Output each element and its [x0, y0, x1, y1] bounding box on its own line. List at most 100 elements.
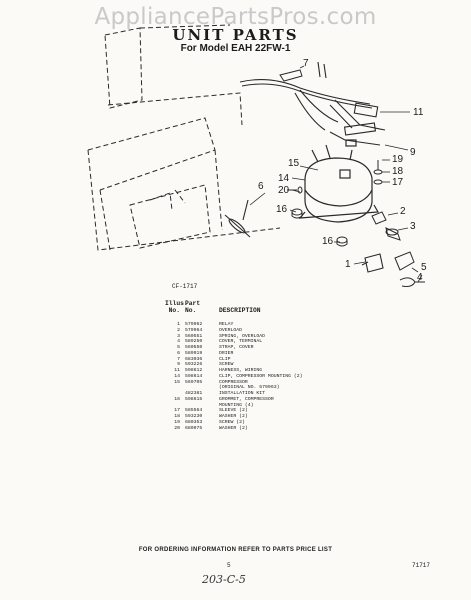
document-code: 71717 — [412, 562, 431, 569]
clip-part — [279, 69, 303, 82]
callout-label: 17 — [392, 177, 404, 188]
row-description: SPRING, OVERLOAD — [219, 333, 266, 339]
row-part-no: 569705 — [185, 379, 203, 385]
row-part-no: 579964 — [185, 327, 203, 333]
callout-label: 20 — [278, 185, 290, 196]
row-illus-no: 14 — [174, 373, 180, 379]
row-description: WASHER (2) — [219, 414, 248, 419]
table-row: 9 593226 SCREW — [165, 362, 389, 368]
row-description: WASHER (2) — [219, 425, 248, 431]
callout-label: 16 — [276, 204, 288, 215]
ordering-info-footer: FOR ORDERING INFORMATION REFER TO PARTS … — [138, 547, 333, 553]
row-description: SCREW (2) — [219, 419, 245, 425]
row-description: DRIER — [219, 350, 234, 356]
row-description: CLIP, COMPRESSOR MOUNTING (2) — [219, 373, 303, 379]
row-part-no: 482381 — [185, 391, 203, 396]
row-illus-no: 6 — [177, 350, 180, 356]
callout-leaders — [249, 65, 423, 283]
header-no: No. — [168, 307, 180, 314]
header-part-no: No. — [185, 307, 197, 314]
callout-label: 14 — [278, 173, 290, 184]
header-description: DESCRIPTION — [219, 307, 261, 314]
row-illus-no: 18 — [174, 414, 180, 419]
parts-table-header: Illus. Part No. No. DESCRIPTION — [165, 300, 389, 314]
table-row: 4 589250 COVER, TERMINAL — [165, 339, 389, 345]
callout-label: 9 — [410, 147, 416, 158]
table-row: 11 598612 HARNESS, WIRING — [165, 368, 389, 374]
row-illus-no: 4 — [177, 339, 180, 345]
strap-part — [399, 277, 425, 287]
callout-label: 7 — [303, 58, 309, 69]
row-part-no: 593226 — [185, 362, 203, 368]
row-illus-no: 16 — [174, 396, 180, 402]
watermark: AppliancePartsPros.com — [94, 4, 377, 30]
row-part-no: 598614 — [185, 373, 203, 379]
row-part-no: 680353 — [185, 419, 203, 425]
cabinet-housing — [87, 24, 281, 251]
callout-label: 15 — [288, 158, 300, 169]
callout-label: 2 — [400, 206, 406, 217]
terminal-cover-part — [394, 251, 415, 271]
callout-label: 16 — [322, 236, 334, 247]
relay-part — [361, 253, 384, 273]
row-part-no: 680975 — [185, 425, 203, 431]
row-part-no: 683036 — [185, 356, 203, 362]
compressor — [298, 139, 379, 223]
table-row: 7 683036 CLIP — [165, 357, 389, 363]
table-row: 482381 INSTALLATION KIT — [165, 391, 389, 397]
row-description: (ORIGINAL NO. 579963) — [219, 385, 280, 391]
row-illus-no: 7 — [177, 356, 180, 362]
callout-label: 4 — [417, 272, 423, 283]
row-part-no: 579962 — [185, 322, 203, 327]
row-part-no: 589919 — [185, 350, 203, 356]
callout-label: 6 — [258, 181, 264, 192]
table-row: 19 680353 SCREW (2) — [165, 420, 389, 426]
screw-washer-parts — [287, 160, 383, 194]
row-illus-no: 19 — [174, 419, 180, 425]
page-title: UNIT PARTS — [172, 26, 299, 44]
row-illus-no: 5 — [177, 345, 180, 350]
row-illus-no: 2 — [177, 327, 180, 333]
row-description: COVER, TERMINAL — [219, 339, 263, 345]
row-description: RELAY — [219, 322, 234, 327]
row-part-no: 560551 — [185, 333, 203, 339]
callout-label: 11 — [413, 107, 424, 118]
header-illus: Illus. — [165, 300, 188, 307]
table-row: MOUNTING (4) — [165, 403, 389, 409]
row-illus-no: 9 — [177, 362, 180, 368]
page-number: 5 — [227, 562, 231, 569]
model-subtitle: For Model EAH 22FW-1 — [180, 43, 291, 54]
row-description: CLIP — [219, 356, 231, 362]
table-row: 5 560550 STRAP, COVER — [165, 345, 389, 351]
row-description: STRAP, COVER — [219, 345, 254, 350]
row-part-no: 593230 — [185, 414, 203, 419]
drier-part — [224, 199, 251, 238]
overload-part — [371, 211, 401, 241]
header-part: Part — [185, 300, 201, 307]
handwritten-note: 203-C-5 — [202, 573, 246, 586]
grommet-parts — [291, 208, 348, 247]
row-illus-no: 11 — [174, 368, 180, 373]
callout-label: 5 — [421, 262, 427, 273]
row-part-no: 560550 — [185, 345, 203, 350]
row-description: OVERLOAD — [219, 327, 243, 333]
table-row: 6 589919 DRIER — [165, 351, 389, 357]
row-part-no: 598612 — [185, 368, 203, 373]
row-description: INSTALLATION KIT — [219, 391, 266, 396]
table-row: 18 593230 WASHER (2) — [165, 414, 389, 420]
row-part-no: 589250 — [185, 339, 203, 345]
row-description: HARNESS, WIRING — [219, 368, 263, 373]
row-description: SLEEVE (2) — [219, 408, 248, 414]
figure-code: CF-1717 — [172, 283, 198, 290]
row-illus-no: 17 — [174, 408, 180, 414]
table-row: 14 598614 CLIP, COMPRESSOR MOUNTING (2) — [165, 374, 389, 380]
callout-label: 3 — [410, 221, 416, 232]
row-description: SCREW — [219, 362, 234, 368]
callout-label: 1 — [345, 259, 351, 270]
